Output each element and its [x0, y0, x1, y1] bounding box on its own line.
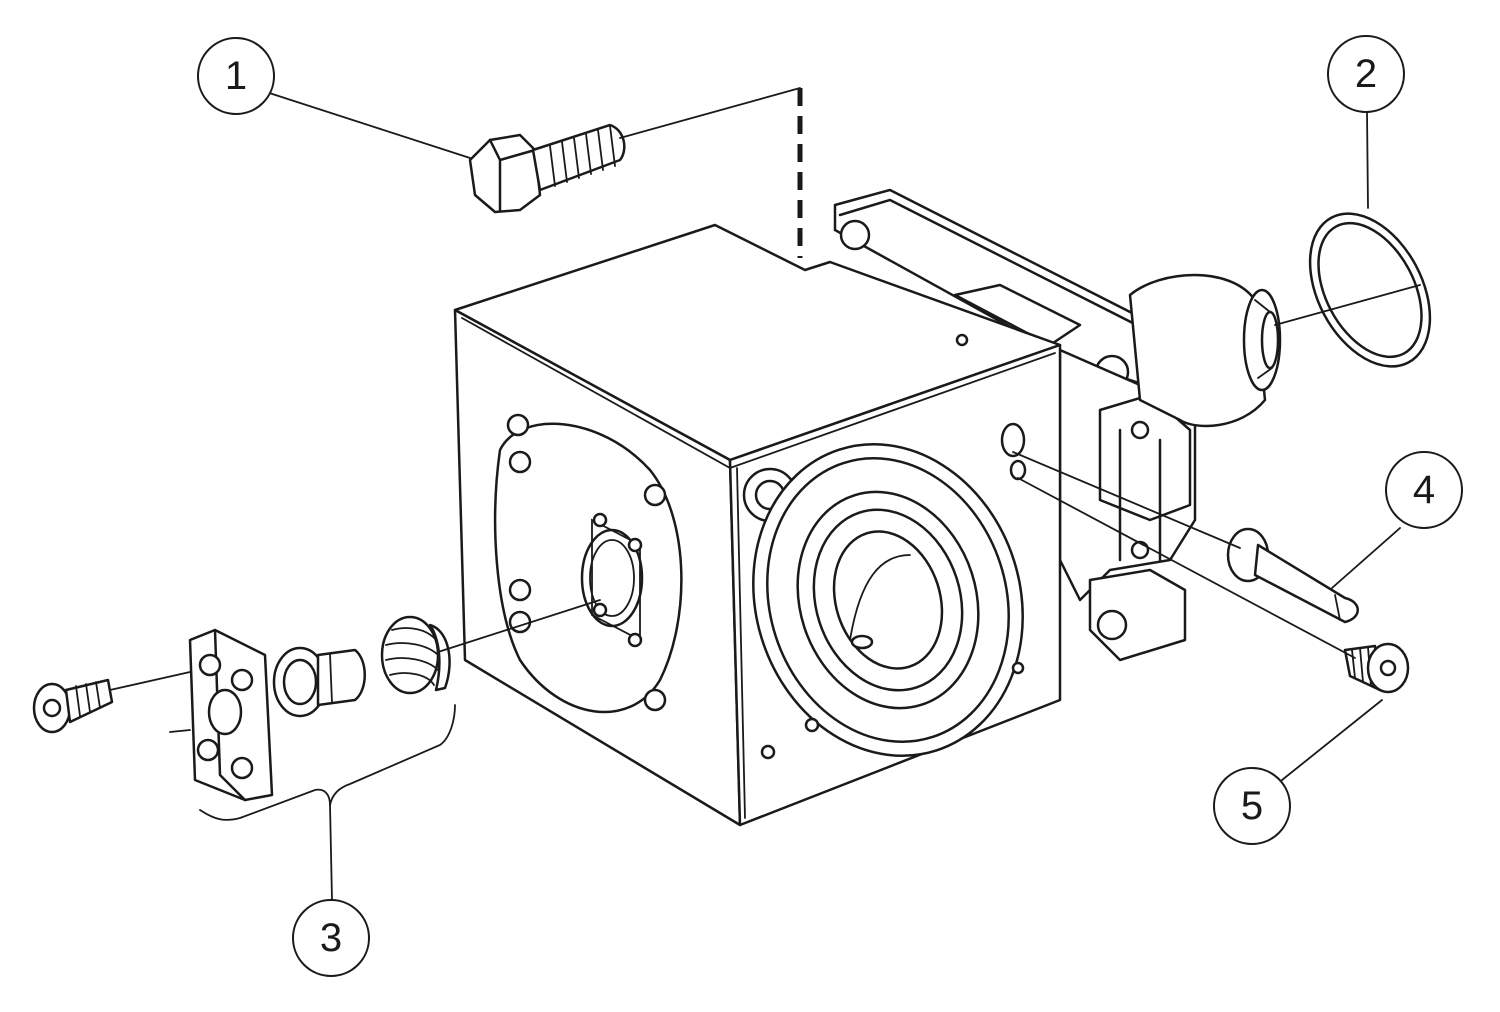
left-face-flange: [493, 413, 683, 714]
callout-5: 5: [1213, 767, 1291, 845]
callout-2-circle: [1327, 35, 1405, 113]
callout-4: 4: [1385, 451, 1463, 529]
plug-kit-socket-plug: [272, 646, 366, 718]
callout-4-label: 4: [1413, 468, 1435, 512]
callout-2: 2: [1327, 35, 1405, 113]
gearbox-housing: [453, 223, 1062, 827]
callout-2-label: 2: [1355, 52, 1377, 96]
callout-3-label: 3: [320, 916, 342, 960]
callout-5-label: 5: [1241, 784, 1263, 828]
callout-1-label: 1: [225, 54, 247, 98]
callout-4-circle: [1385, 451, 1463, 529]
part-2-o-ring: [1308, 212, 1432, 368]
callout-3-circle: [292, 899, 370, 977]
plug-kit-flange-plate: [188, 628, 274, 802]
callout-1: 1: [197, 37, 275, 115]
callout-5-circle: [1213, 767, 1291, 845]
plug-kit-screw: [32, 678, 114, 734]
part-1-hex-bolt: [468, 123, 626, 214]
callout-3: 3: [292, 899, 370, 977]
callout-1-circle: [197, 37, 275, 115]
right-face-output-flange: [742, 422, 1027, 760]
part-3-plug-kit: [32, 615, 451, 802]
assembly-lines: [109, 87, 1421, 901]
part-5-countersunk-screw: [1343, 642, 1410, 694]
plug-kit-thread-insert: [380, 615, 451, 695]
part-4-dowel-pin: [1226, 527, 1359, 624]
